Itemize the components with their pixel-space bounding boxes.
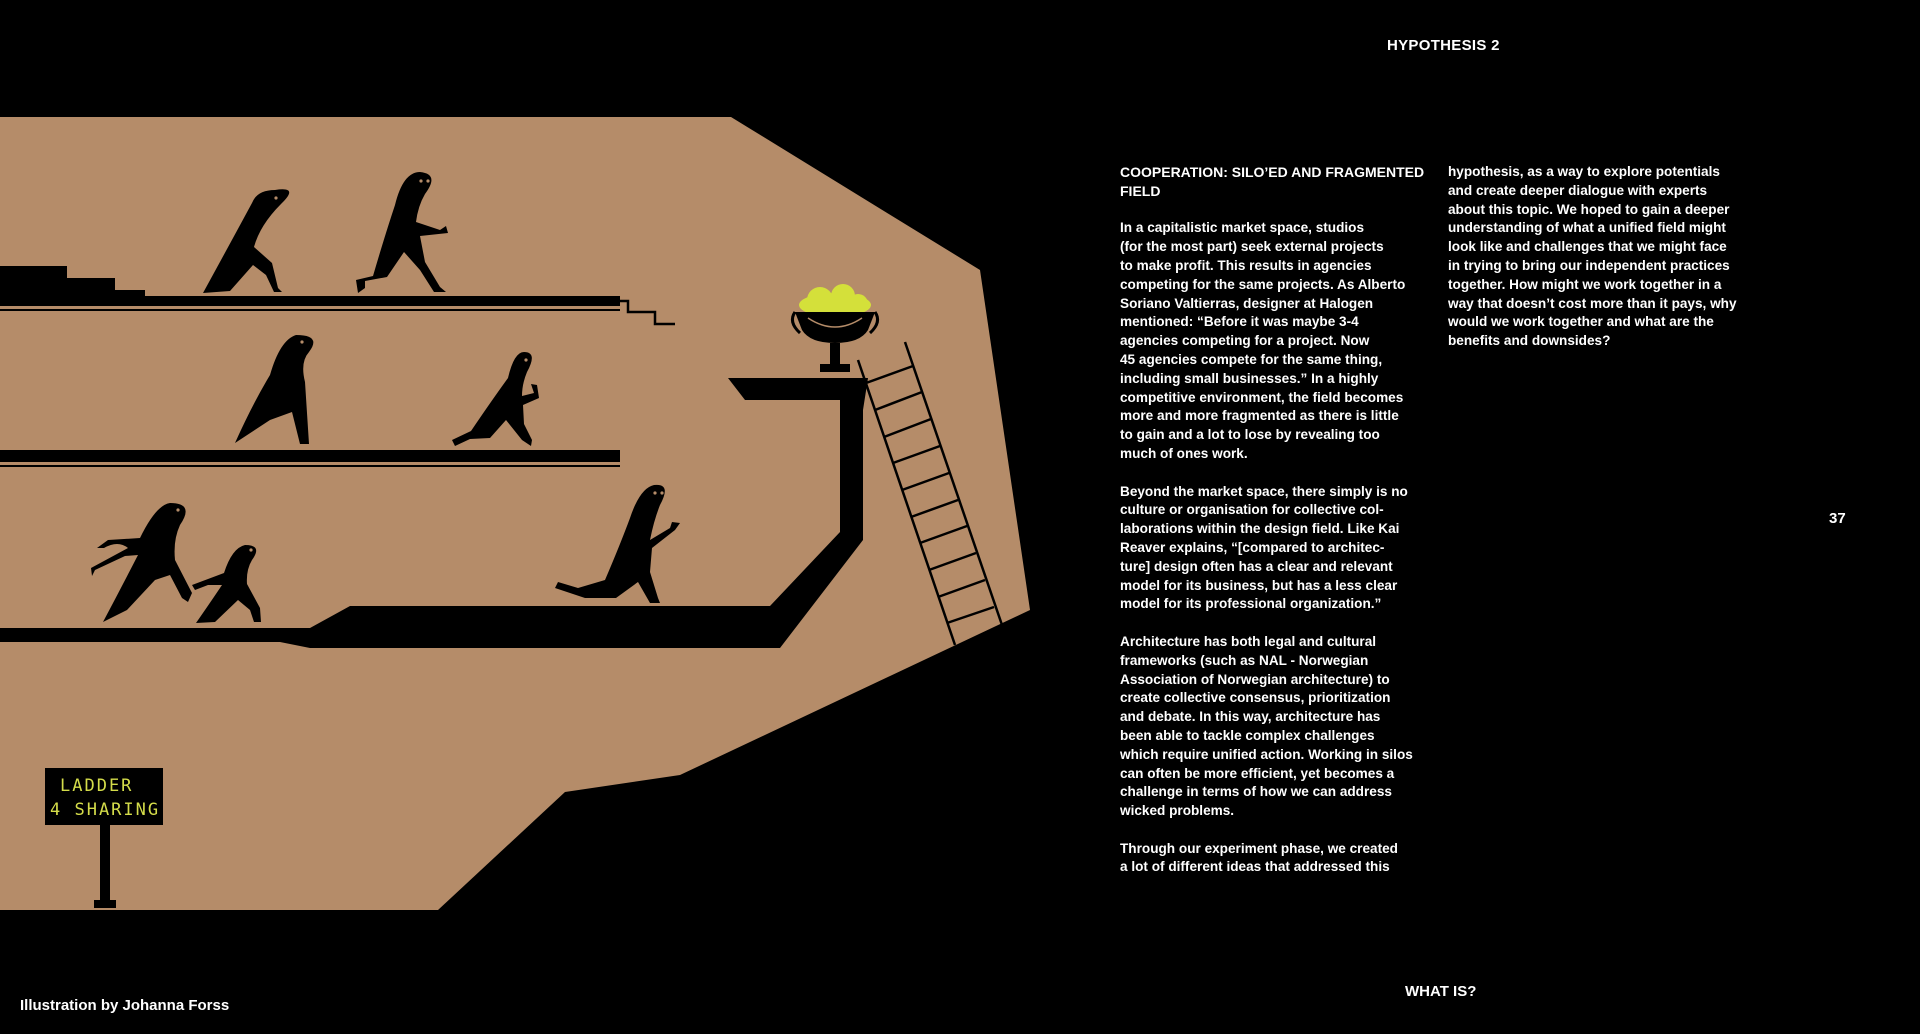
sign-line-2: 4 SHARING — [50, 800, 160, 820]
ladder-sharing-sign: LADDER 4 SHARING — [45, 768, 163, 908]
footer-nav-link[interactable]: WHAT IS? — [1405, 983, 1477, 1000]
article-column-left: COOPERATION: SILO’ED AND FRAGMENTED FIEL… — [1120, 163, 1430, 877]
figure-top-1 — [203, 189, 290, 293]
article-column-right: hypothesis, as a way to explore potentia… — [1448, 163, 1768, 351]
tan-background-shape — [0, 117, 1030, 910]
section-label: HYPOTHESIS 2 — [1387, 37, 1500, 54]
figure-mid-1 — [235, 335, 314, 444]
article-heading: COOPERATION: SILO’ED AND FRAGMENTED FIEL… — [1120, 164, 1425, 199]
top-floor — [0, 296, 620, 306]
top-step-line — [620, 299, 675, 326]
paragraph: In a capitalistic market space, studios … — [1120, 220, 1406, 461]
paragraph: Through our experiment phase, we created… — [1120, 840, 1398, 875]
middle-floor — [0, 450, 620, 462]
figure-top-2 — [356, 172, 448, 293]
paragraph: Architecture has both legal and cultural… — [1120, 633, 1413, 819]
illustration-credit: Illustration by Johanna Forss — [20, 997, 230, 1014]
figure-bottom-2 — [192, 545, 261, 623]
paragraph: Beyond the market space, there simply is… — [1120, 483, 1408, 612]
silo-illustration: LADDER 4 SHARING — [0, 117, 1030, 910]
cliff-ledge — [728, 378, 868, 410]
trophy-icon — [790, 284, 880, 372]
figure-bottom-3 — [555, 484, 680, 603]
paragraph: hypothesis, as a way to explore potentia… — [1448, 164, 1737, 349]
ladder-icon — [856, 341, 1004, 646]
figure-mid-2 — [452, 352, 539, 446]
page-number: 37 — [1829, 510, 1846, 527]
top-stairs — [0, 266, 145, 296]
bottom-floor-cliff — [0, 395, 863, 648]
figure-bottom-1 — [91, 503, 192, 622]
sign-line-1: LADDER — [60, 776, 133, 796]
